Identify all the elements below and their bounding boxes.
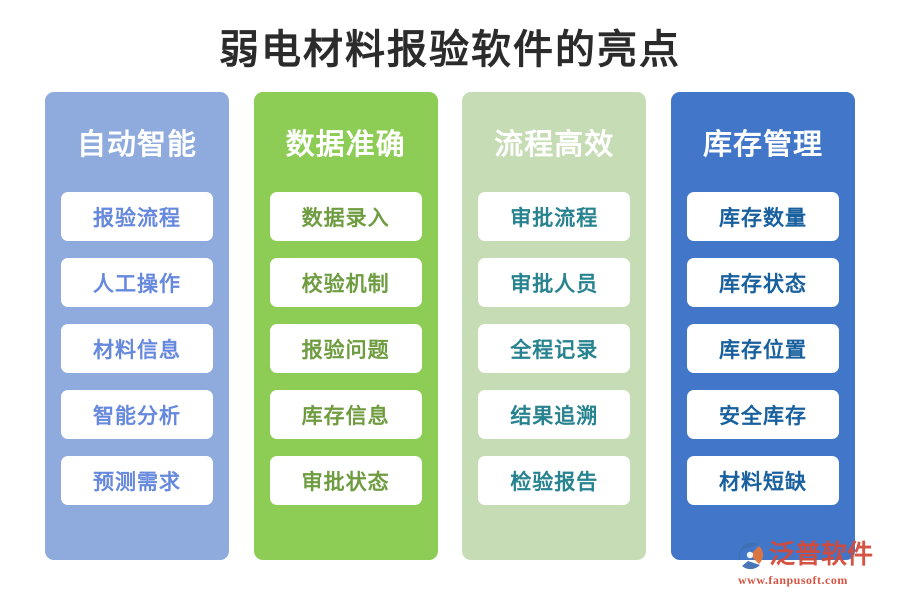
feature-card[interactable]: 校验机制 <box>269 258 422 307</box>
feature-card[interactable]: 库存数量 <box>686 192 839 241</box>
feature-card[interactable]: 材料短缺 <box>686 456 839 505</box>
fanpu-logo-icon <box>738 542 764 570</box>
column-card-list-3: 审批流程 审批人员 全程记录 结果追溯 检验报告 <box>462 192 646 560</box>
feature-card[interactable]: 审批状态 <box>269 456 422 505</box>
feature-card[interactable]: 报验流程 <box>61 192 213 241</box>
column-panel-4: 库存管理 库存数量 库存状态 库存位置 安全库存 材料短缺 <box>670 92 855 560</box>
column-header-3: 流程高效 <box>494 129 615 161</box>
watermark: 泛普软件 www.fanpusoft.com <box>734 536 886 588</box>
feature-card[interactable]: 人工操作 <box>61 258 213 307</box>
column-panel-2: 数据准确 数据录入 校验机制 报验问题 库存信息 审批状态 <box>253 92 438 560</box>
columns-container: 自动智能 报验流程 人工操作 材料信息 智能分析 预测需求 数据准确 数据录入 … <box>45 92 855 560</box>
column-card-list-4: 库存数量 库存状态 库存位置 安全库存 材料短缺 <box>671 192 855 560</box>
column-header-2: 数据准确 <box>285 129 406 161</box>
feature-card[interactable]: 结果追溯 <box>478 390 631 439</box>
column-panel-3: 流程高效 审批流程 审批人员 全程记录 结果追溯 检验报告 <box>462 92 647 560</box>
feature-card[interactable]: 材料信息 <box>61 324 213 373</box>
watermark-brand-text: 泛普软件 <box>769 540 874 569</box>
feature-card[interactable]: 报验问题 <box>269 324 422 373</box>
feature-card[interactable]: 库存信息 <box>269 390 422 439</box>
feature-card[interactable]: 智能分析 <box>61 390 213 439</box>
watermark-url-text: www.fanpusoft.com <box>738 573 848 587</box>
feature-card[interactable]: 预测需求 <box>61 456 213 505</box>
feature-card[interactable]: 安全库存 <box>686 390 839 439</box>
page-title: 弱电材料报验软件的亮点 <box>219 27 681 72</box>
feature-card[interactable]: 数据录入 <box>269 192 422 241</box>
column-card-list-2: 数据录入 校验机制 报验问题 库存信息 审批状态 <box>254 192 438 560</box>
feature-card[interactable]: 审批流程 <box>478 192 631 241</box>
feature-card[interactable]: 库存位置 <box>686 324 839 373</box>
feature-card[interactable]: 库存状态 <box>686 258 839 307</box>
feature-card[interactable]: 全程记录 <box>478 324 631 373</box>
feature-card[interactable]: 检验报告 <box>478 456 631 505</box>
column-panel-1: 自动智能 报验流程 人工操作 材料信息 智能分析 预测需求 <box>45 92 229 560</box>
column-card-list-1: 报验流程 人工操作 材料信息 智能分析 预测需求 <box>45 192 229 560</box>
column-header-1: 自动智能 <box>76 129 197 161</box>
feature-card[interactable]: 审批人员 <box>478 258 631 307</box>
column-header-4: 库存管理 <box>702 129 823 161</box>
watermark-brand-row: 泛普软件 <box>734 538 873 572</box>
